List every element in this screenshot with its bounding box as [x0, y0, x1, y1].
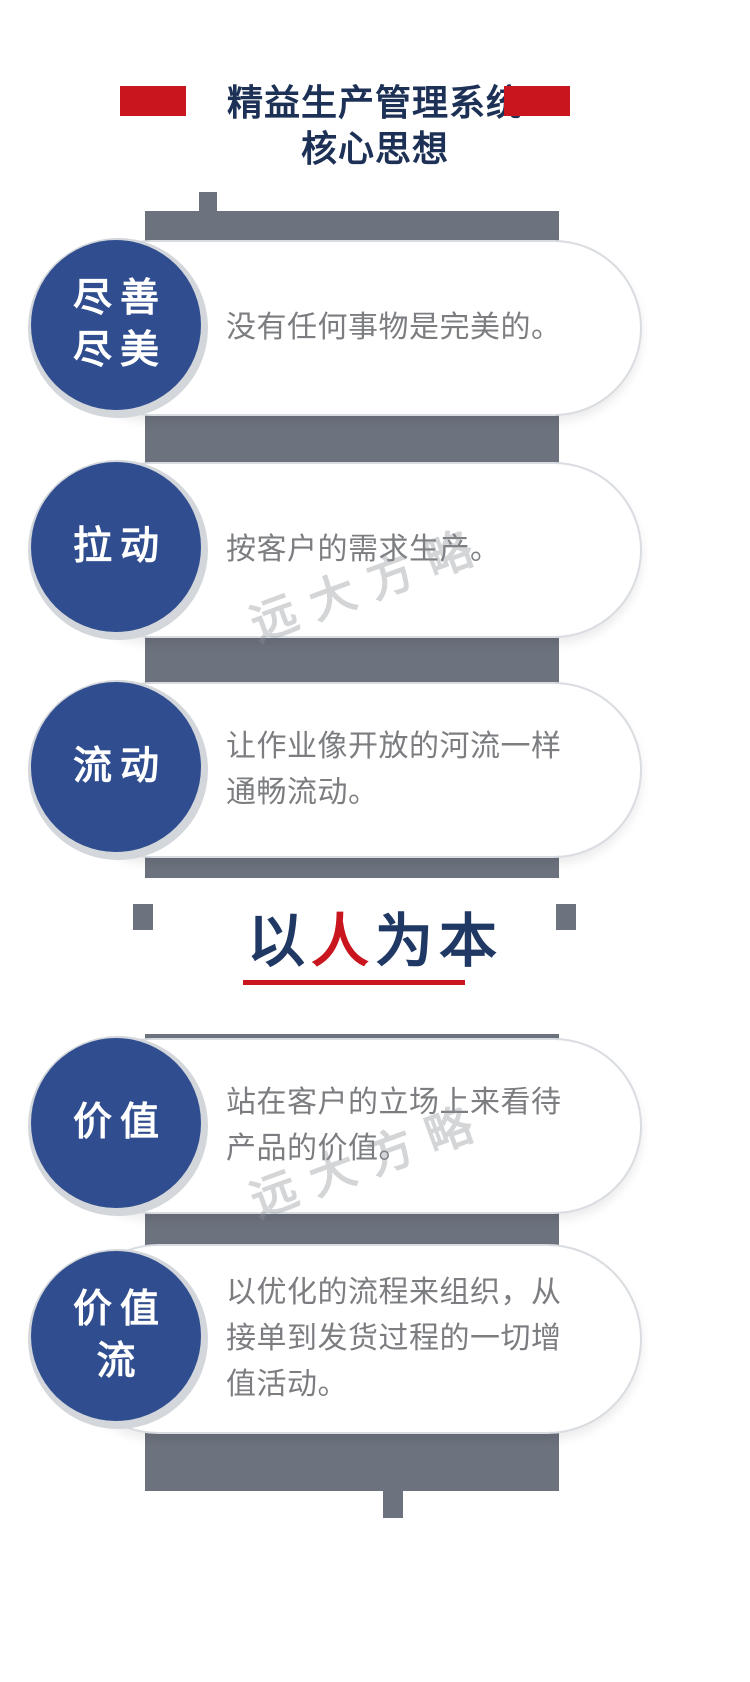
- page-title-line1: 精益生产管理系统: [226, 82, 523, 123]
- item-card-perfection: 没有任何事物是完美的。 尽善 尽美: [28, 238, 642, 418]
- item-badge-label-line2: 尽美: [72, 329, 167, 372]
- section-heading: 以人为本: [0, 894, 750, 978]
- item-description: 按客户的需求生产。: [226, 533, 501, 566]
- item-badge-label-line1: 价值: [72, 1101, 167, 1144]
- section-band: 以人为本: [0, 878, 750, 1034]
- page-title-line2: 核心思想: [300, 128, 449, 169]
- item-badge-label-line1: 流动: [72, 745, 167, 788]
- item-badge: 价值 流: [31, 1251, 201, 1421]
- item-badge: 价值: [31, 1038, 201, 1208]
- spine-notch-bottom: [383, 1491, 403, 1518]
- item-badge: 拉动: [31, 462, 201, 632]
- item-badge-label-line2: 流: [96, 1340, 144, 1383]
- item-badge: 尽善 尽美: [31, 240, 201, 410]
- spine-tab-right: [556, 904, 576, 930]
- item-description: 站在客户的立场上来看待产品的价值。: [226, 1086, 562, 1165]
- spine-notch-top: [199, 192, 217, 212]
- item-badge: 流动: [31, 682, 201, 852]
- spine-tab-left: [133, 904, 153, 930]
- item-card-pull: 按客户的需求生产。 拉动: [28, 460, 642, 640]
- item-card-flow: 让作业像开放的河流一样通畅流动。 流动: [28, 680, 642, 860]
- title-red-bar-left: [120, 86, 186, 116]
- section-heading-underline: [243, 980, 465, 985]
- item-description: 没有任何事物是完美的。: [226, 311, 562, 344]
- title-block: 精益生产管理系统 核心思想: [0, 80, 750, 172]
- item-badge-label-line1: 尽善: [72, 277, 167, 320]
- item-badge-circle: 流动: [28, 680, 208, 860]
- item-badge-label-line1: 拉动: [72, 525, 167, 568]
- item-card-value: 站在客户的立场上来看待产品的价值。 价值: [28, 1036, 642, 1216]
- title-red-bar-right: [504, 86, 570, 116]
- item-description: 让作业像开放的河流一样通畅流动。: [226, 730, 562, 809]
- item-badge-circle: 价值 流: [28, 1249, 208, 1429]
- item-card-value-stream: 以优化的流程来组织，从接单到发货过程的一切增值活动。 价值 流: [28, 1244, 642, 1434]
- section-heading-suffix: 为本: [375, 909, 504, 974]
- item-badge-label-line1: 价值: [72, 1288, 167, 1331]
- item-badge-circle: 价值: [28, 1036, 208, 1216]
- item-badge-circle: 尽善 尽美: [28, 238, 208, 418]
- item-description: 以优化的流程来组织，从接单到发货过程的一切增值活动。: [226, 1276, 562, 1401]
- section-heading-highlight: 人: [310, 909, 375, 974]
- section-heading-prefix: 以: [246, 909, 311, 974]
- item-badge-circle: 拉动: [28, 460, 208, 640]
